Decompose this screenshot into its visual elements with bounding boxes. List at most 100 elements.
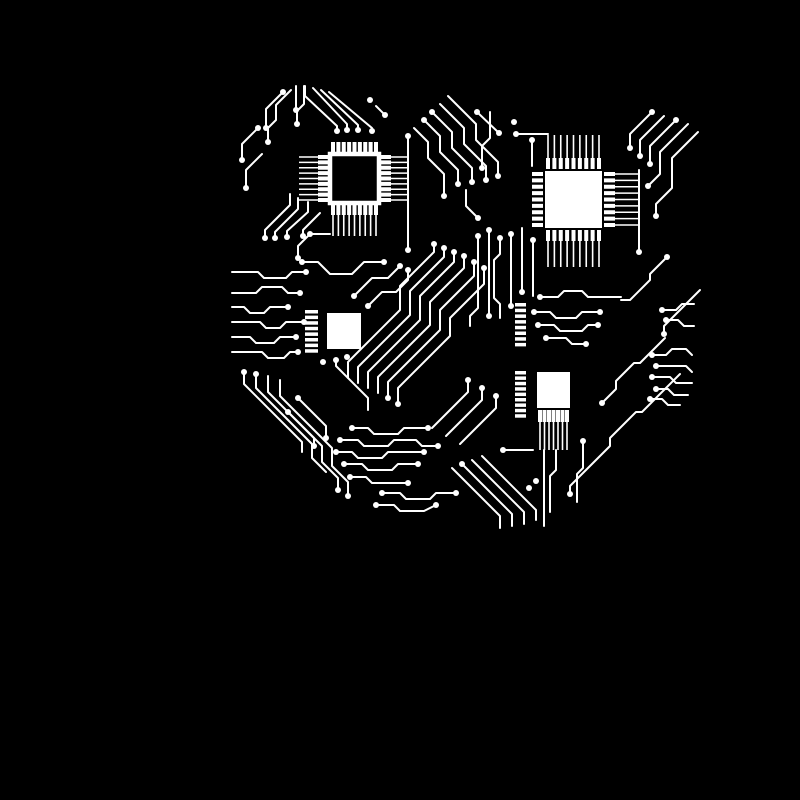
- circuit-trace: [423, 119, 459, 185]
- chip-pin: [363, 205, 368, 215]
- via-dot: [580, 438, 586, 444]
- via-dot: [483, 177, 489, 183]
- chip-pin: [532, 223, 543, 227]
- chip-pin: [368, 142, 373, 152]
- via-dot: [262, 235, 268, 241]
- chip-pin: [336, 205, 341, 215]
- chip-pin: [590, 158, 595, 169]
- circuit-trace: [267, 89, 292, 143]
- chip-pin: [357, 205, 362, 215]
- circuit-trace: [655, 388, 689, 396]
- chip-pin: [318, 171, 328, 176]
- chip-pin: [381, 165, 391, 170]
- via-dot: [513, 131, 519, 137]
- via-dot: [486, 313, 492, 319]
- via-dot: [405, 480, 411, 486]
- circuit-trace: [231, 351, 299, 359]
- chip-pin: [381, 181, 391, 186]
- via-dot: [659, 307, 665, 313]
- via-dot: [543, 335, 549, 341]
- via-dot: [347, 474, 353, 480]
- via-dot: [508, 303, 514, 309]
- via-dot: [479, 165, 485, 171]
- circuit-trace: [413, 127, 445, 197]
- chip-pin: [381, 176, 391, 181]
- via-dot: [486, 227, 492, 233]
- circuit-trace: [353, 265, 401, 297]
- via-dot: [294, 121, 300, 127]
- chip-pin: [571, 230, 576, 241]
- circuit-trace: [655, 365, 693, 373]
- pin-strip-bar: [515, 308, 526, 313]
- via-dot: [627, 145, 633, 151]
- via-dot: [471, 259, 477, 265]
- chip-pin: [532, 216, 543, 221]
- chip-pin: [381, 187, 391, 192]
- via-dot: [415, 461, 421, 467]
- chip-pin: [577, 158, 582, 169]
- via-dot: [531, 309, 537, 315]
- via-dot: [239, 157, 245, 163]
- circuit-trace: [639, 115, 665, 157]
- circuit-trace: [651, 348, 693, 356]
- chip-pin: [547, 410, 551, 422]
- circuit-trace: [549, 449, 557, 513]
- circuit-trace: [545, 337, 587, 345]
- via-dot: [337, 437, 343, 443]
- via-dot: [500, 447, 506, 453]
- chip-pin: [347, 142, 352, 152]
- chip-pin: [374, 205, 378, 215]
- via-dot: [496, 130, 502, 136]
- chip-pin: [542, 410, 547, 422]
- chip-pin: [318, 160, 328, 165]
- circuit-trace: [343, 463, 419, 471]
- circuit-trace: [367, 251, 455, 389]
- chip-pin: [381, 160, 391, 165]
- circuit-trace: [351, 427, 429, 435]
- circuit-trace: [601, 337, 666, 404]
- chip-pin: [532, 178, 543, 183]
- chip-pin: [604, 197, 615, 202]
- circuit-trace: [387, 261, 475, 399]
- chip-pin: [552, 158, 557, 169]
- pin-strip-bar: [305, 326, 318, 331]
- via-dot: [461, 253, 467, 259]
- circuit-trace: [297, 397, 327, 439]
- chip-pin: [357, 142, 362, 152]
- circuit-trace: [569, 373, 681, 495]
- pin-strip-bar: [515, 392, 526, 397]
- via-dot: [345, 493, 351, 499]
- via-dot: [320, 359, 326, 365]
- chip-pin: [604, 178, 615, 183]
- chip-pin: [552, 230, 557, 241]
- circuit-trace: [377, 255, 465, 394]
- via-dot: [349, 425, 355, 431]
- pin-strip-bar: [515, 303, 526, 307]
- pin-strip-bar: [515, 314, 526, 318]
- pin-strip-bar: [515, 337, 526, 341]
- via-dot: [583, 341, 589, 347]
- circuit-trace: [629, 111, 653, 149]
- chip-pin: [331, 205, 335, 215]
- via-dot: [311, 443, 317, 449]
- pin-strip-bar: [515, 371, 526, 375]
- circuit-trace: [381, 492, 457, 500]
- circuit-trace: [245, 153, 263, 189]
- via-dot: [497, 235, 503, 241]
- circuit-trace: [476, 111, 500, 134]
- chip-pin: [577, 230, 582, 241]
- chip-pin: [331, 142, 335, 152]
- via-dot: [475, 233, 481, 239]
- pin-strip-bar: [515, 398, 526, 402]
- via-dot: [664, 254, 670, 260]
- via-dot: [645, 183, 651, 189]
- chip-pin: [604, 184, 615, 189]
- pin-strip-bar: [305, 310, 318, 314]
- chip-pin: [532, 191, 543, 196]
- circuit-trace: [243, 371, 303, 453]
- via-dot: [433, 502, 439, 508]
- circuit-trace: [265, 91, 284, 129]
- via-dot: [653, 386, 659, 392]
- circuit-trace: [481, 455, 537, 521]
